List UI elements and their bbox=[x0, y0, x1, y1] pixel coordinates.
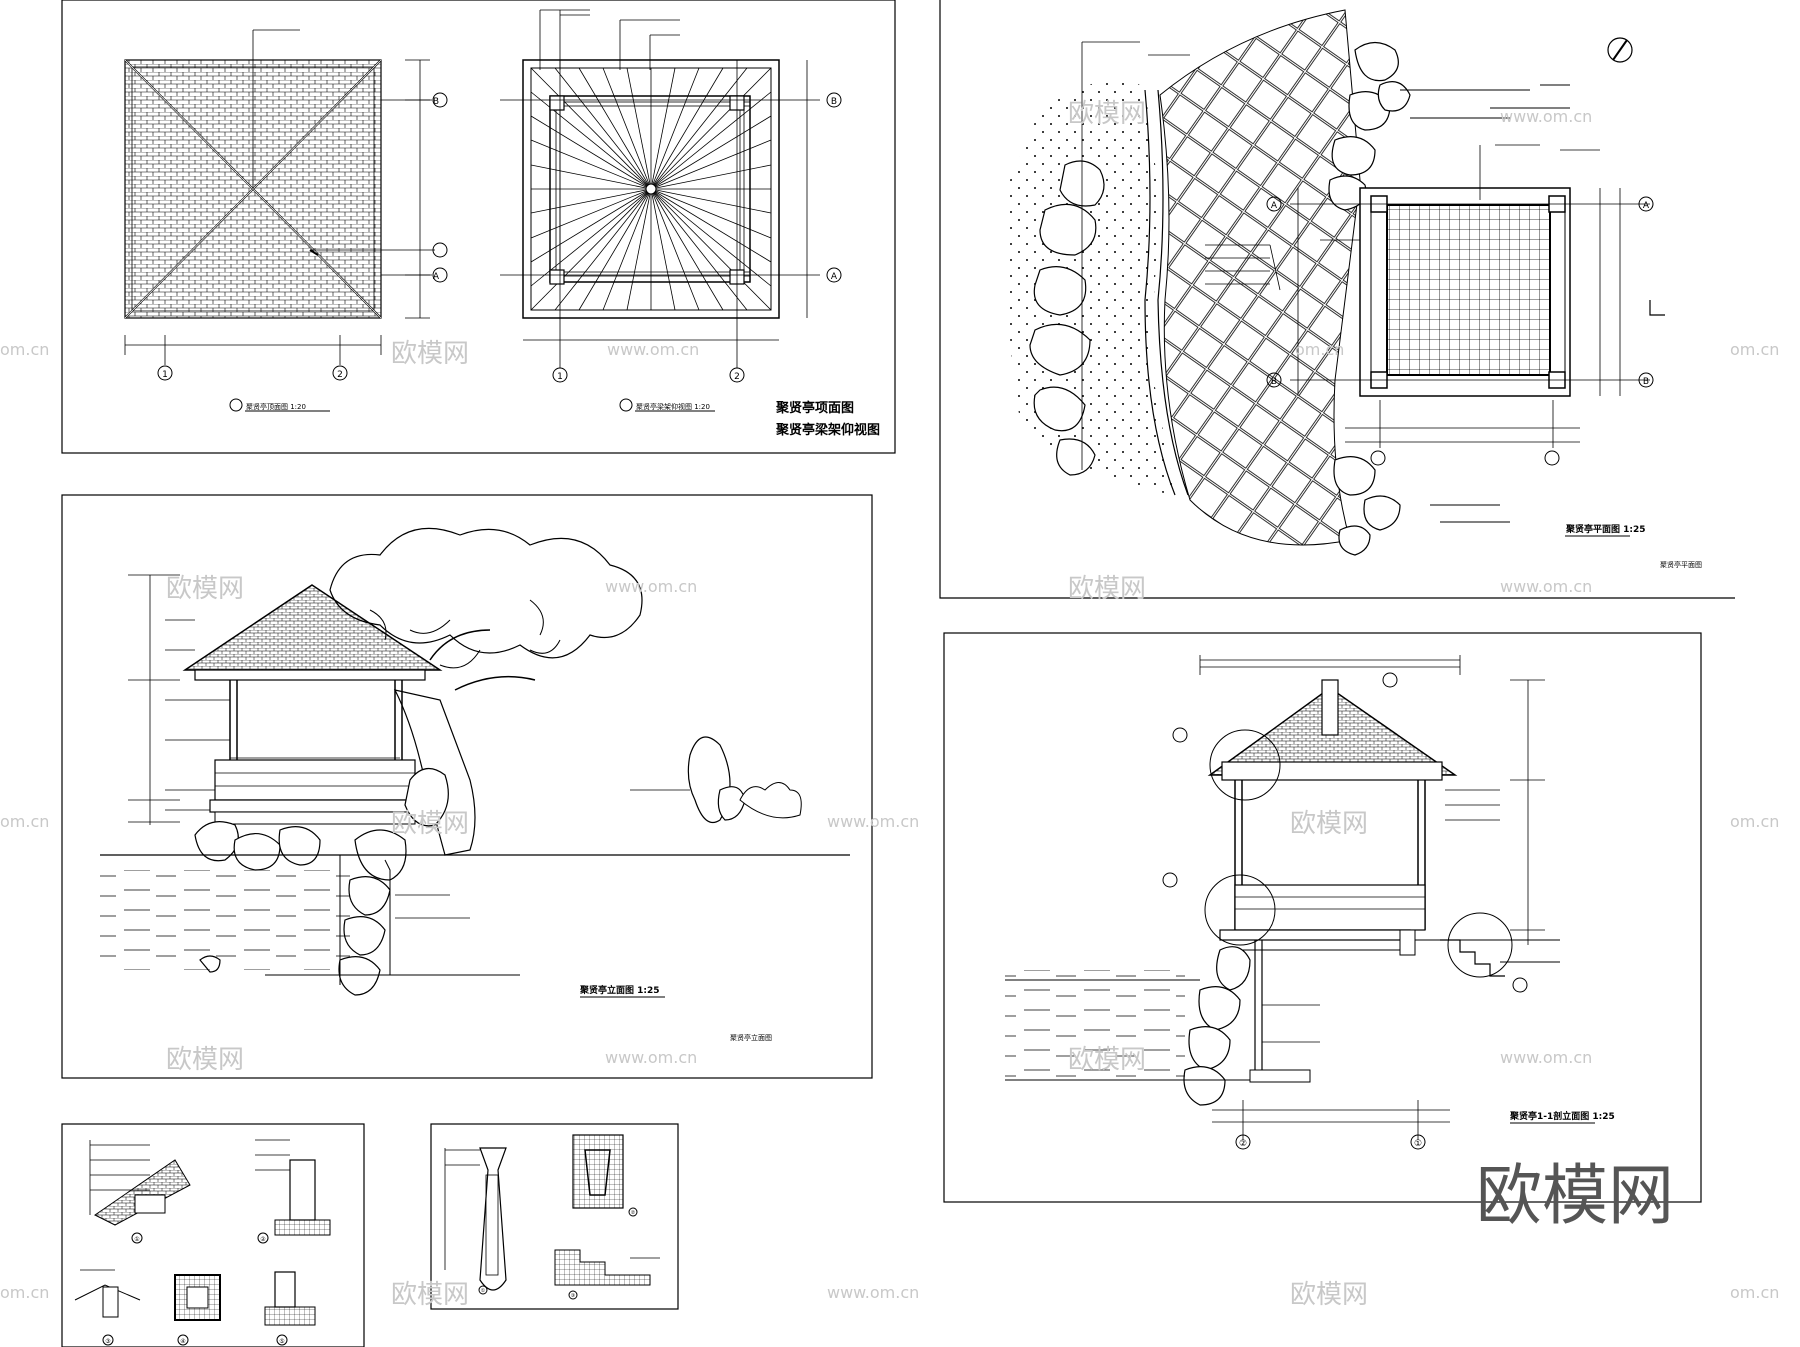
watermark-url: www.om.cn bbox=[827, 1283, 919, 1302]
section-caption: 聚贤亭1-1剖立面图 1:25 bbox=[1509, 1110, 1615, 1122]
elevation-caption: 聚贤亭立面图 1:25 bbox=[579, 984, 660, 996]
detail-a-2: ② bbox=[260, 1236, 266, 1243]
sheet-site-plan bbox=[939, 0, 1735, 599]
detail-a-3: ③ bbox=[105, 1338, 110, 1345]
sheet1-title-line2: 聚贤亭梁架仰视图 bbox=[775, 422, 880, 438]
detail-a-1: ① bbox=[134, 1236, 139, 1243]
site-grid-a-left: A bbox=[1271, 201, 1278, 211]
watermark-logo: 欧模网 bbox=[1068, 99, 1146, 129]
watermark-logo: 欧模网 bbox=[1068, 574, 1146, 604]
watermark-logo: 欧模网 bbox=[391, 809, 469, 839]
watermark-logo: 欧模网 bbox=[391, 339, 469, 369]
detail-a-5: ⑤ bbox=[279, 1338, 284, 1345]
sheet1-title-line1: 聚贤亭项面图 bbox=[775, 400, 854, 416]
detail-a-4: ④ bbox=[180, 1338, 185, 1345]
beam-plan-caption: 聚贤亭梁架仰视图 1:20 bbox=[636, 402, 710, 411]
beam-plan-drawing bbox=[500, 9, 842, 412]
beam-grid-label-2: 2 bbox=[734, 372, 740, 382]
grid-label-b: B bbox=[433, 97, 439, 107]
watermark-url: om.cn bbox=[1295, 340, 1344, 359]
site-grid-a-right: A bbox=[1643, 201, 1650, 211]
watermark-url: www.om.cn bbox=[1500, 1048, 1592, 1067]
beam-grid-label-b: B bbox=[831, 97, 837, 107]
watermark-url: www.om.cn bbox=[605, 1048, 697, 1067]
watermark-url: om.cn bbox=[0, 812, 49, 831]
grid-label-a: A bbox=[433, 272, 440, 282]
roof-plan-drawing bbox=[124, 29, 448, 412]
watermark-url: www.om.cn bbox=[605, 577, 697, 596]
sheet-roof-plan: B A 1 2 聚贤亭顶面图 1:20 bbox=[61, 0, 896, 454]
watermark-url: om.cn bbox=[1730, 340, 1779, 359]
watermark-logo: 欧模网 bbox=[1290, 1280, 1368, 1310]
watermark-layer: 欧模网 www.om.cn om.cn 欧模网 www.om.cn om.cn … bbox=[0, 99, 1779, 1310]
watermark-url: www.om.cn bbox=[1500, 577, 1592, 596]
watermark-logo: 欧模网 bbox=[166, 574, 244, 604]
watermark-url: om.cn bbox=[1730, 1283, 1779, 1302]
site-plan-footer: 聚贤亭平面图 bbox=[1660, 560, 1702, 569]
watermark-url: www.om.cn bbox=[1500, 107, 1592, 126]
detail-b-2: ② bbox=[631, 1210, 636, 1216]
watermark-url: om.cn bbox=[0, 340, 49, 359]
watermark-url: www.om.cn bbox=[827, 812, 919, 831]
detail-b-3: ③ bbox=[571, 1293, 575, 1299]
beam-grid-label-1: 1 bbox=[557, 372, 563, 382]
watermark-url: om.cn bbox=[1730, 812, 1779, 831]
elevation-footer: 聚贤亭立面图 bbox=[730, 1033, 772, 1042]
watermark-logo: 欧模网 bbox=[1290, 809, 1368, 839]
site-grid-b-right: B bbox=[1643, 377, 1649, 387]
section-grid-2: ② bbox=[1239, 1139, 1247, 1149]
detail-b-1: ① bbox=[481, 1288, 486, 1294]
grid-label-1: 1 bbox=[162, 370, 168, 380]
beam-grid-label-a: A bbox=[831, 272, 838, 282]
grid-label-2: 2 bbox=[337, 370, 343, 380]
site-grid-b-left: B bbox=[1271, 377, 1277, 387]
sheet-details-a bbox=[61, 1123, 365, 1347]
watermark-logo: 欧模网 bbox=[391, 1280, 469, 1310]
site-plan-caption: 聚贤亭平面图 1:25 bbox=[1565, 523, 1646, 535]
section-grid-1: ① bbox=[1414, 1139, 1422, 1149]
north-arrow-icon bbox=[1607, 37, 1633, 63]
sheet-elevation bbox=[61, 494, 873, 1079]
big-logo-watermark: 欧模网 bbox=[1476, 1157, 1674, 1234]
watermark-url: om.cn bbox=[0, 1283, 49, 1302]
roof-plan-caption: 聚贤亭顶面图 1:20 bbox=[246, 402, 306, 411]
watermark-logo: 欧模网 bbox=[1068, 1045, 1146, 1075]
watermark-logo: 欧模网 bbox=[166, 1045, 244, 1075]
sheet-details-b bbox=[430, 1123, 679, 1310]
watermark-url: www.om.cn bbox=[607, 340, 699, 359]
sheet-border bbox=[61, 0, 896, 454]
sheet-section bbox=[943, 632, 1702, 1203]
